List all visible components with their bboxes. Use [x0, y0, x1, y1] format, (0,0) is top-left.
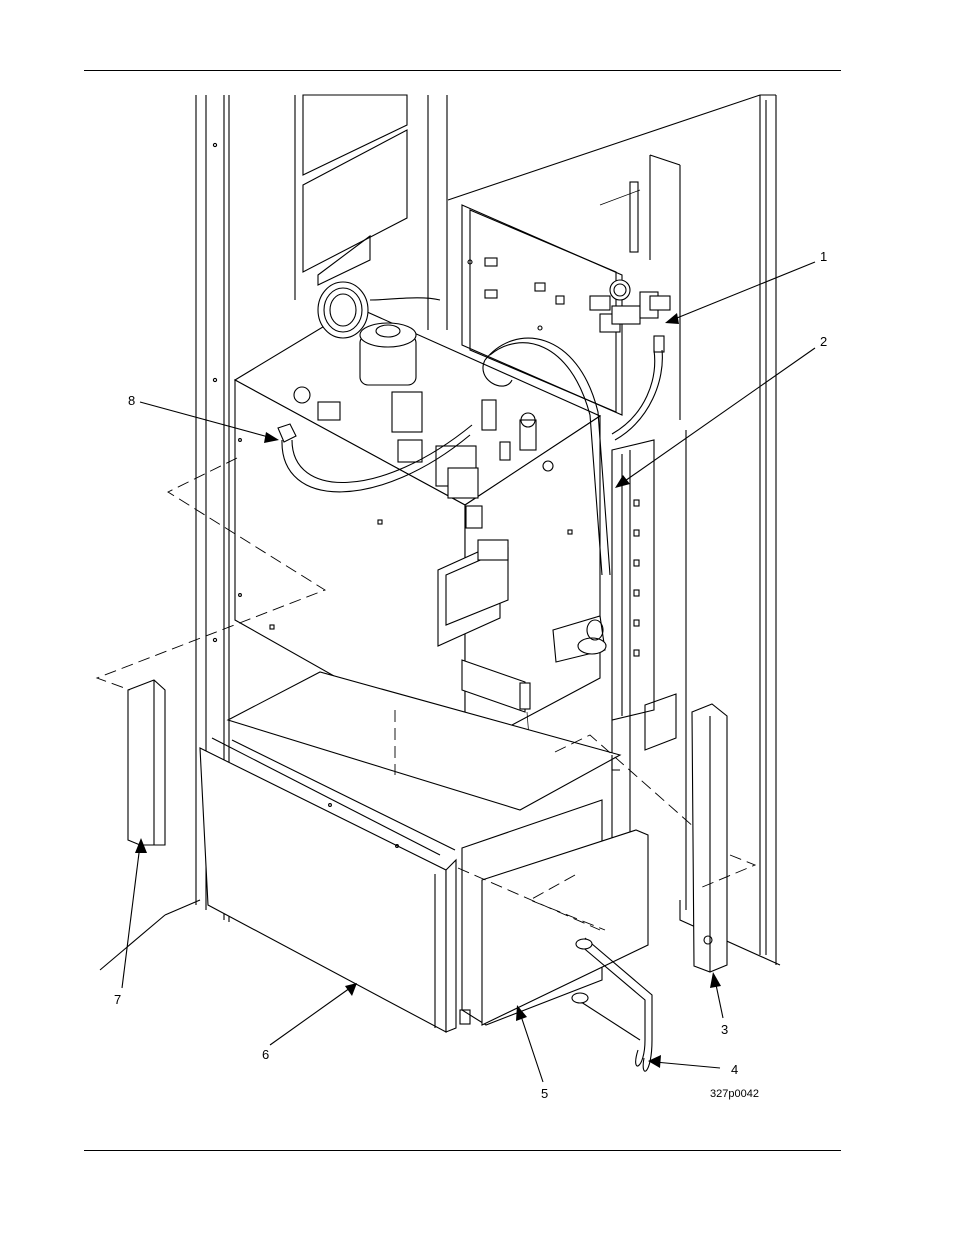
callout-6: 6 — [262, 1047, 269, 1062]
figure-id-label: 327p0042 — [710, 1088, 759, 1100]
front-lower-panel — [200, 738, 456, 1032]
callout-5: 5 — [541, 1086, 548, 1101]
left-angle-bracket — [128, 680, 165, 845]
callout-7: 7 — [114, 992, 121, 1007]
callout-3: 3 — [721, 1022, 728, 1037]
callout-2: 2 — [820, 334, 827, 349]
callout-4: 4 — [731, 1062, 738, 1077]
rear-panel-openings — [295, 95, 447, 330]
callout-1: 1 — [820, 249, 827, 264]
callout-8: 8 — [128, 393, 135, 408]
right-angle-bracket — [692, 704, 727, 972]
pressure-regulator-assembly — [590, 280, 670, 352]
main-tank-box — [235, 307, 600, 750]
